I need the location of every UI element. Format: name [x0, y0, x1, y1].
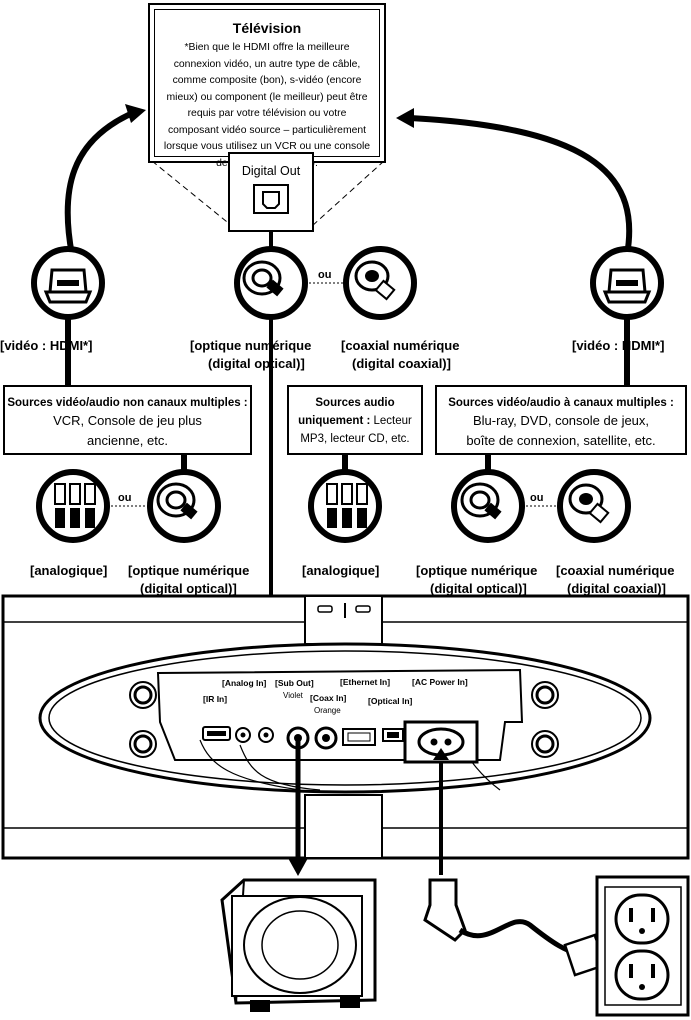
sub-out-label: [Sub Out]	[275, 678, 314, 688]
source-left-body-2: ancienne, etc.	[87, 433, 168, 448]
optical-left-label-line2: (digital optical)]	[140, 581, 237, 596]
coax-in-port	[314, 726, 338, 750]
optical-in-label: [Optical In]	[368, 696, 413, 706]
coaxial-top-connector-icon	[343, 246, 417, 320]
coaxial-right-label-line1: [coaxial numérique	[556, 563, 675, 578]
wall-outlet-icon	[595, 875, 690, 1017]
hdmi-right-connector-icon	[590, 246, 664, 320]
hdmi-right-label: [vidéo : HDMI*]	[572, 338, 665, 353]
optical-left-label-line1: [optique numérique	[128, 563, 250, 578]
or-label-right: ou	[530, 492, 544, 504]
analog-in-port	[235, 727, 274, 743]
ir-in-port	[202, 726, 231, 741]
source-right-title: Sources vidéo/audio à canaux multiples :	[448, 397, 674, 409]
coax-in-color: Orange	[314, 706, 341, 715]
optical-left-connector-icon	[147, 469, 221, 543]
or-label-top: ou	[318, 269, 332, 281]
optical-in-port	[382, 728, 404, 742]
power-cord-icon	[423, 878, 623, 977]
optical-right-label-line1: [optique numérique	[416, 563, 538, 578]
source-left-body-1: VCR, Console de jeu plus	[53, 413, 202, 428]
source-box-multichannel: Sources vidéo/audio à canaux multiples :…	[435, 385, 687, 455]
source-mid-title-2: uniquement :	[298, 415, 371, 427]
optical-top-label-line2: (digital optical)]	[208, 356, 305, 371]
ethernet-in-label: [Ethernet In]	[340, 677, 391, 687]
optical-right-label-line2: (digital optical)]	[430, 581, 527, 596]
device-back-panel	[1, 594, 690, 860]
source-right-body-1: Blu-ray, DVD, console de jeux,	[472, 413, 650, 428]
source-mid-title-1: Sources audio	[315, 397, 395, 409]
coax-in-label: [Coax In]	[310, 693, 347, 703]
source-mid-body-3: MP3, lecteur CD, etc.	[300, 433, 410, 445]
coaxial-top-label-line2: (digital coaxial)]	[352, 356, 451, 371]
analog-left-connector-icon	[36, 469, 110, 543]
analog-mid-label: [analogique]	[302, 563, 380, 578]
optical-top-label-line1: [optique numérique	[190, 338, 312, 353]
coaxial-top-label-line1: [coaxial numérique	[341, 338, 460, 353]
analog-in-label: [Analog In]	[222, 678, 267, 688]
hdmi-right-cable	[409, 115, 633, 256]
ir-in-label: [IR In]	[203, 694, 228, 704]
analog-mid-connector-icon	[308, 469, 382, 543]
digital-out-panel: Digital Out	[228, 152, 314, 232]
hdmi-left-label: [vidéo : HDMI*]	[0, 338, 93, 353]
screw-icon	[129, 681, 559, 758]
analog-left-label: [analogique]	[30, 563, 108, 578]
tv-projection-lines	[151, 160, 385, 227]
source-mid-body-inline: Lecteur	[373, 415, 412, 427]
television-title: Télévision	[232, 20, 302, 36]
source-box-non-multichannel: Sources vidéo/audio non canaux multiples…	[3, 385, 252, 455]
optical-right-connector-icon	[451, 469, 525, 543]
optical-top-connector-icon	[234, 246, 308, 320]
or-label-left: ou	[118, 492, 132, 504]
television-panel: Télévision *Bien que le HDMI offre la me…	[148, 3, 386, 169]
coaxial-right-connector-icon	[557, 469, 631, 543]
ethernet-in-port	[342, 728, 376, 746]
coaxial-right-label-line2: (digital coaxial)]	[567, 581, 666, 596]
ac-power-in-label: [AC Power In]	[412, 677, 468, 687]
source-box-audio-only: Sources audio uniquement : Lecteur MP3, …	[287, 385, 423, 455]
hdmi-right-arrowhead	[396, 108, 414, 128]
hdmi-left-connector-icon	[31, 246, 105, 320]
hdmi-left-arrowhead	[125, 104, 146, 123]
subwoofer-icon	[220, 878, 377, 1012]
source-left-title: Sources vidéo/audio non canaux multiples…	[7, 397, 248, 409]
optical-port-icon	[253, 184, 289, 214]
digital-out-label: Digital Out	[241, 164, 301, 178]
hdmi-left-cable	[64, 109, 137, 256]
source-right-body-2: boîte de connexion, satellite, etc.	[466, 433, 656, 448]
sub-out-color: Violet	[283, 691, 303, 700]
sub-out-arrowhead	[288, 858, 308, 876]
